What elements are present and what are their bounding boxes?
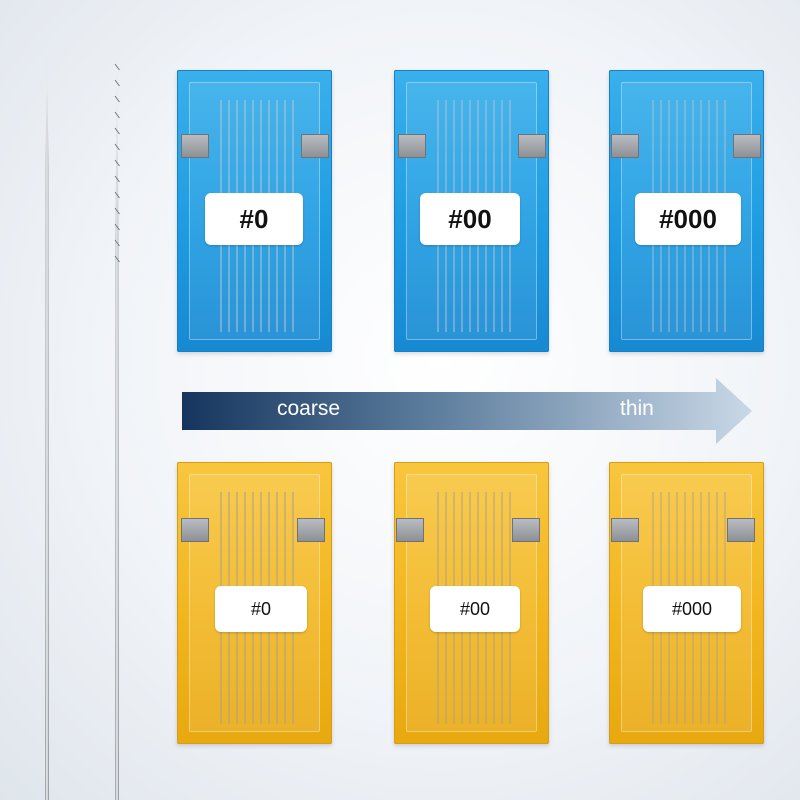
metal-clip-right (301, 134, 329, 158)
metal-clip-left (611, 134, 639, 158)
metal-clip-left (398, 134, 426, 158)
needle-barbed (114, 44, 120, 800)
metal-clip-right (512, 518, 540, 542)
size-label: #0 (215, 586, 307, 632)
coarse-label: coarse (277, 397, 341, 420)
size-label: #000 (635, 193, 741, 245)
size-label: #00 (430, 586, 520, 632)
needle-case-blue-00: #00 (394, 70, 549, 352)
metal-clip-right (297, 518, 325, 542)
needle-case-yellow-00: #00 (394, 462, 549, 744)
metal-clip-left (181, 134, 209, 158)
metal-clip-right (733, 134, 761, 158)
size-label: #00 (420, 193, 520, 245)
metal-clip-right (727, 518, 755, 542)
size-label: #000 (643, 586, 741, 632)
needle-case-blue-000: #000 (609, 70, 764, 352)
needle-case-yellow-000: #000 (609, 462, 764, 744)
metal-clip-left (611, 518, 639, 542)
size-label: #0 (205, 193, 303, 245)
metal-clip-left (181, 518, 209, 542)
needle-case-blue-0: #0 (177, 70, 332, 352)
coarse-to-thin-arrow (182, 378, 752, 444)
metal-clip-right (518, 134, 546, 158)
needle-case-yellow-0: #0 (177, 462, 332, 744)
metal-clip-left (396, 518, 424, 542)
needle-smooth (45, 48, 49, 800)
thin-label: thin (620, 397, 654, 420)
